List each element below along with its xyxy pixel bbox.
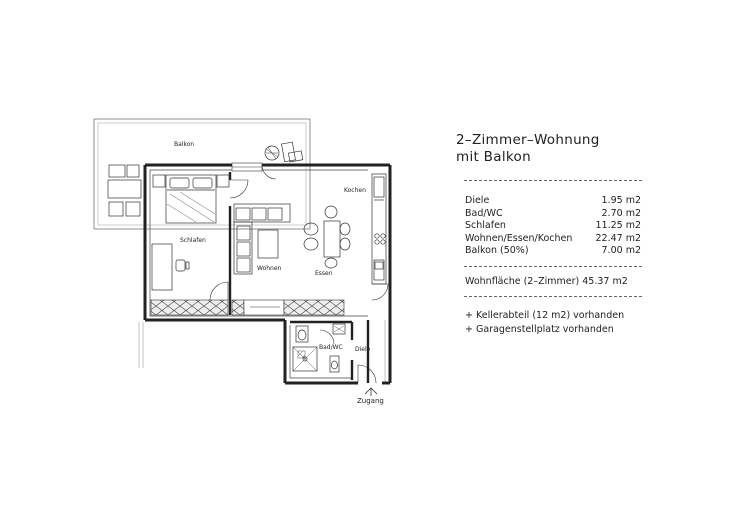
area-value: 1.95 m2	[601, 195, 641, 206]
divider	[464, 295, 642, 297]
area-name: Schlafen	[465, 220, 506, 231]
area-value: 2.70 m2	[601, 207, 641, 219]
note-parking: + Garagenstellplatz vorhanden	[465, 323, 614, 335]
area-name: Balkon (50%)	[465, 245, 529, 256]
area-row: Bad/WC 2.70 m2	[465, 208, 641, 221]
entrance-label: Zugang	[357, 397, 384, 405]
outer-walls	[143, 163, 392, 385]
wardrobes	[150, 299, 345, 316]
room-label-balkon: Balkon	[174, 141, 194, 148]
area-row: Schlafen 11.25 m2	[465, 220, 641, 233]
apartment-title: 2–Zimmer–Wohnung	[456, 132, 600, 148]
entrance-marker	[364, 387, 378, 396]
area-value: 11.25 m2	[595, 220, 641, 231]
room-label-diele: Diele	[355, 346, 371, 353]
room-label-essen: Essen	[315, 270, 333, 277]
total-area: Wohnfläche (2–Zimmer) 45.37 m2	[465, 275, 628, 287]
bed	[152, 174, 230, 224]
area-name: Bad/WC	[465, 207, 503, 219]
info-panel: 2–Zimmer–Wohnung mit Balkon Diele 1.95 m2…	[456, 132, 646, 337]
area-value: 22.47 m2	[595, 232, 641, 244]
area-name: Diele	[465, 195, 490, 206]
area-name: Wohnen/Essen/Kochen	[465, 232, 573, 244]
room-label-kochen: Kochen	[344, 187, 366, 194]
bathroom-fixtures	[292, 323, 346, 373]
sofa	[233, 203, 291, 275]
note-cellar: + Kellerabteil (12 m2) vorhanden	[465, 309, 625, 321]
area-row: Diele 1.95 m2	[465, 195, 641, 208]
area-value: 7.00 m2	[601, 245, 641, 256]
kitchen-counter	[371, 173, 387, 285]
balcony-table	[107, 164, 142, 217]
windows	[231, 162, 263, 172]
divider	[464, 180, 642, 181]
balcony-chair	[264, 141, 304, 163]
desk	[151, 243, 190, 291]
balcony: Balkon	[93, 118, 311, 230]
room-label-bad: Bad/WC	[319, 344, 343, 351]
area-row: Wohnen/Essen/Kochen 22.47 m2	[465, 233, 641, 246]
apartment-subtitle: mit Balkon	[456, 149, 531, 165]
doors	[209, 164, 389, 384]
area-row: Balkon (50%) 7.00 m2	[465, 245, 641, 258]
divider	[464, 265, 642, 267]
coffee-table	[257, 229, 279, 259]
dining-set	[303, 205, 351, 269]
area-table: Diele 1.95 m2 Bad/WC 2.70 m2 Schlafen 11.25…	[456, 195, 646, 258]
room-label-schlafen: Schlafen	[180, 237, 206, 244]
room-label-wohnen: Wohnen	[257, 265, 282, 272]
